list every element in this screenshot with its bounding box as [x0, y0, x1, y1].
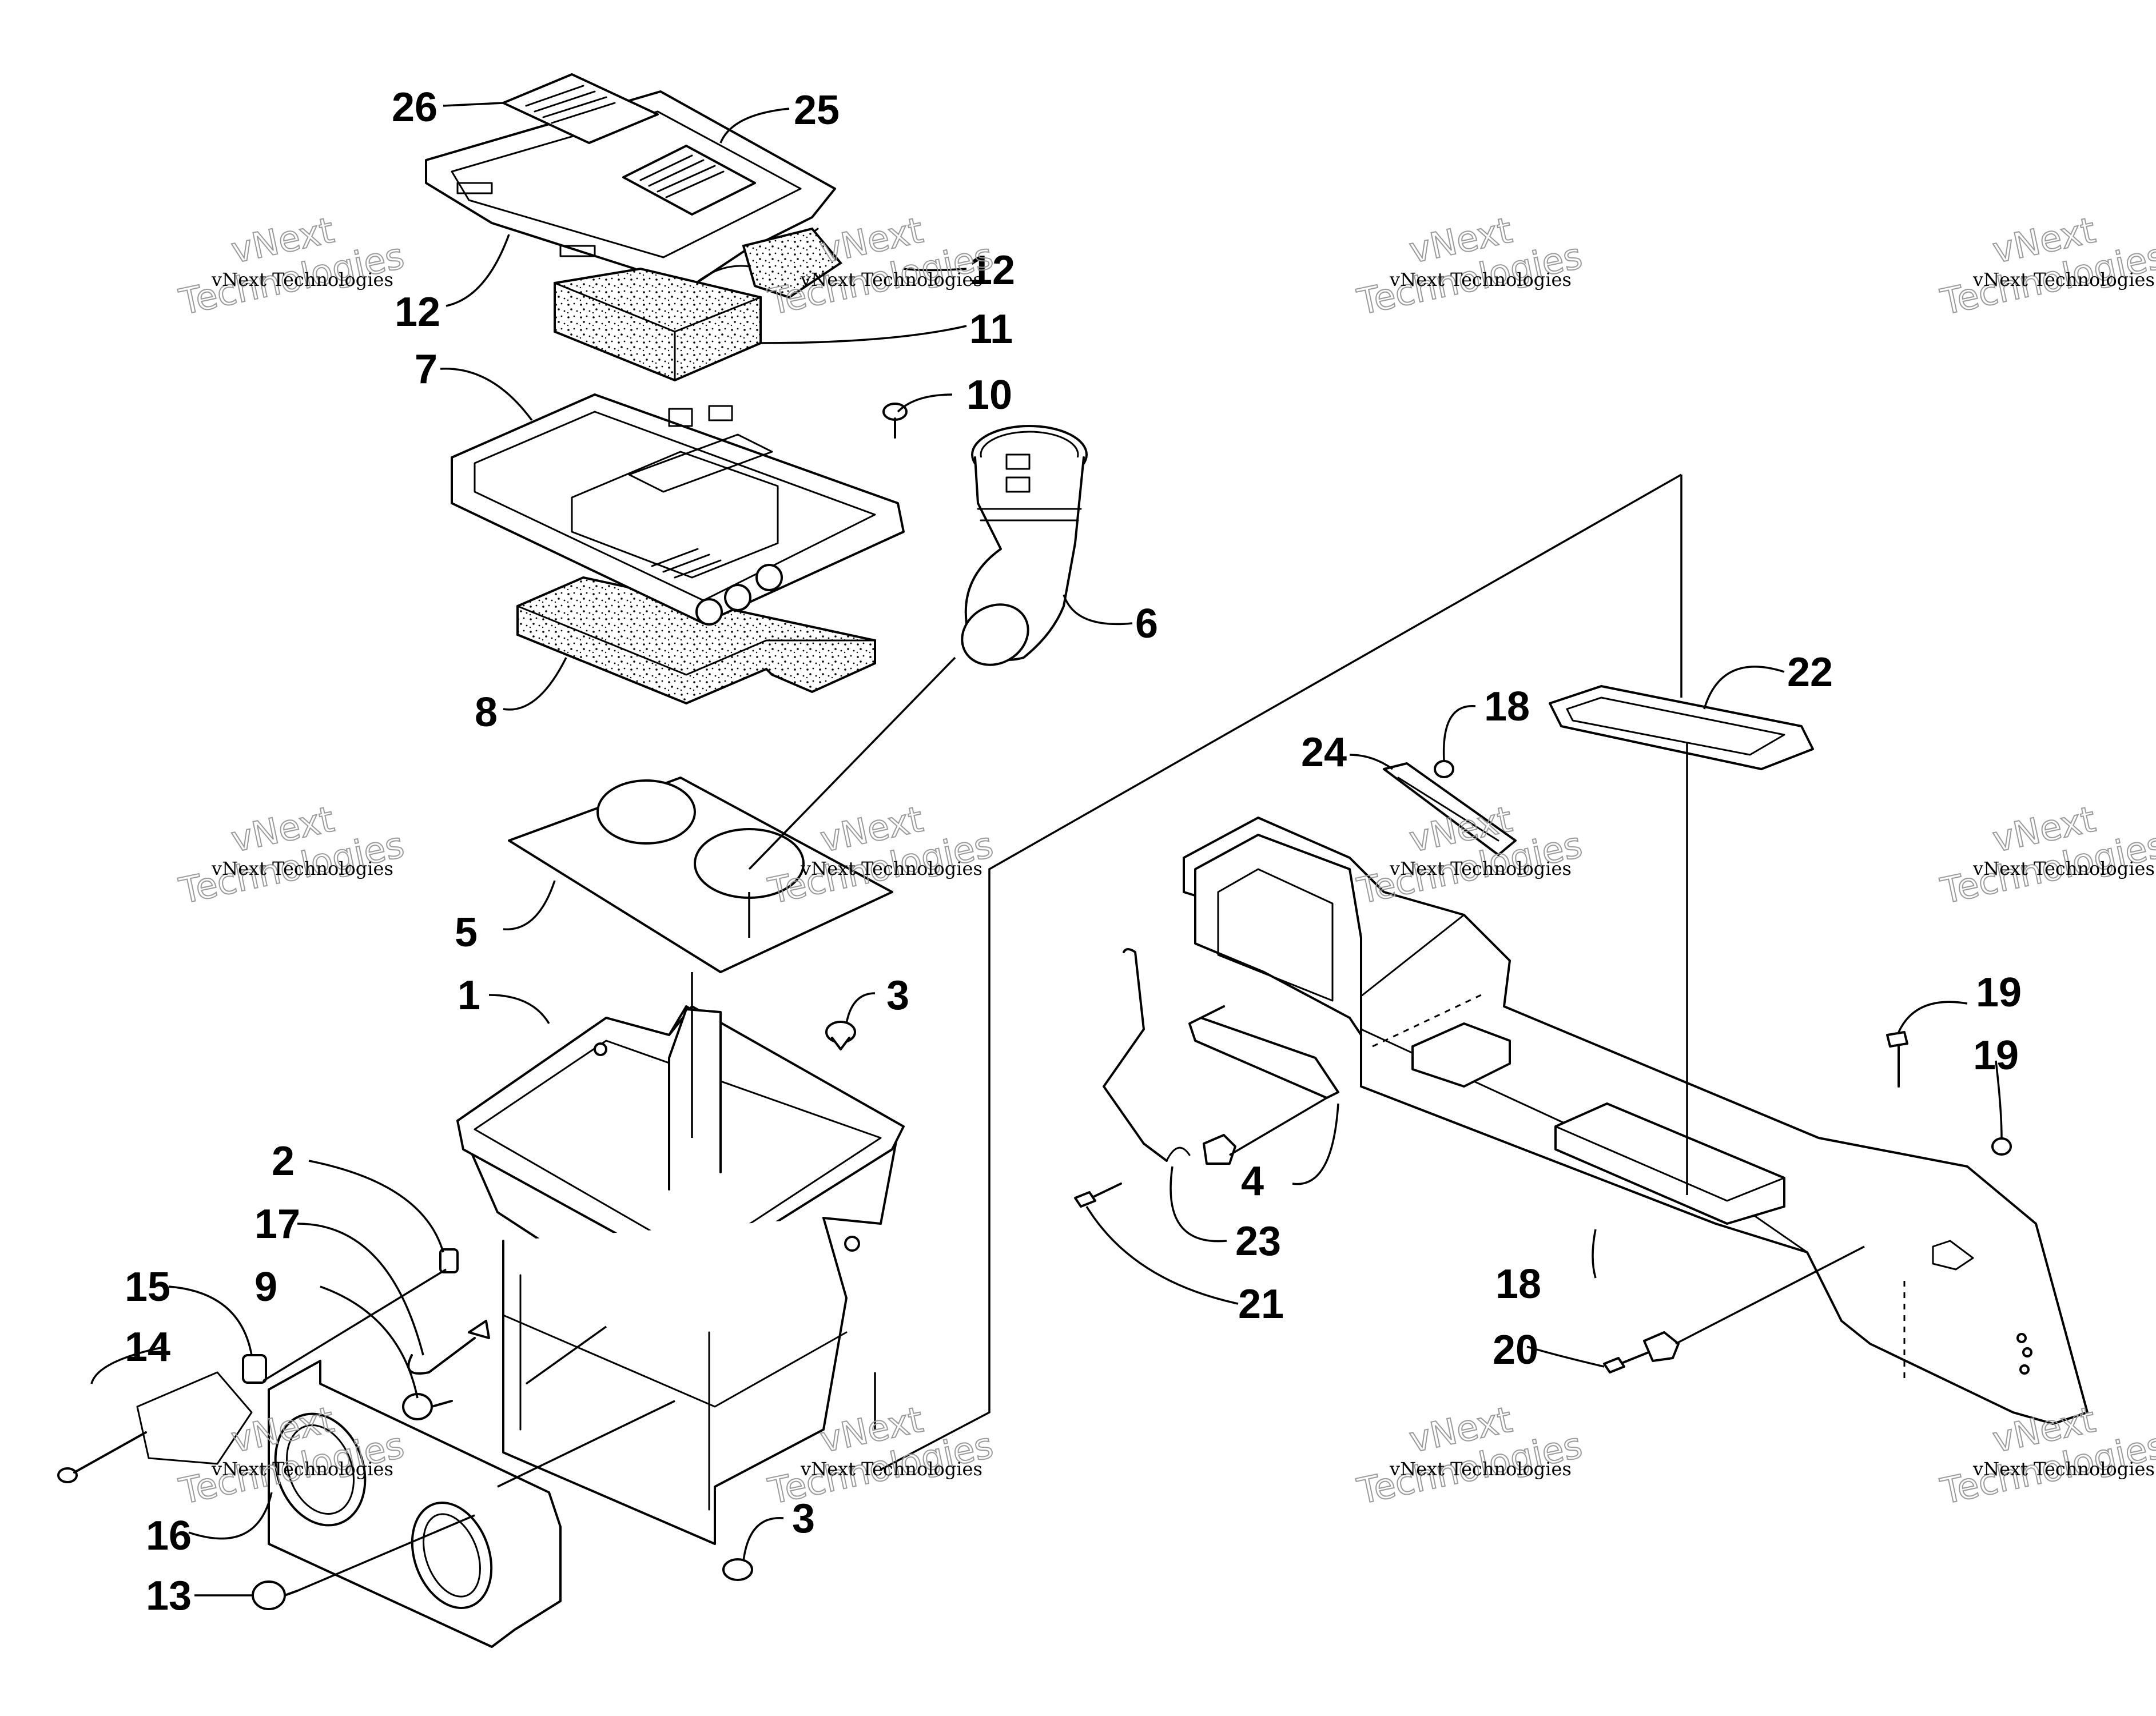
watermark-12: vNext Technologies vNext Technologies [1936, 1398, 2156, 1513]
plug-3-bottom [722, 1558, 753, 1581]
callout-12-upper: 9 [254, 1264, 277, 1310]
fastener-12-lower [252, 1580, 299, 1610]
svg-text:vNext Technologies: vNext Technologies [211, 1458, 393, 1480]
watermark-8: vNext Technologies vNext Technologies [1936, 798, 2156, 913]
airbox-top [451, 393, 905, 626]
nut-18-upper [1434, 760, 1454, 778]
watermark-5: vNext Technologies vNext Technologies [175, 798, 408, 913]
plug-3-top [825, 1021, 856, 1050]
callout-11: 12 [395, 289, 440, 335]
callout-3-top: 3 [886, 973, 909, 1018]
svg-text:vNext Technologies: vNext Technologies [800, 1458, 982, 1480]
callout-19-lower: 20 [1493, 1327, 1538, 1373]
watermark-11: vNext Technologies vNext Technologies [1353, 1398, 1586, 1513]
callout-16: 17 [254, 1201, 300, 1247]
clamp-16 [407, 1320, 490, 1375]
decal-25 [622, 145, 756, 216]
watermark-4: vNext Technologies vNext Technologies [1936, 209, 2156, 324]
watermark-7: vNext Technologies vNext Technologies [1353, 798, 1586, 913]
screw-8 [882, 403, 908, 439]
nut-18-lower [1991, 1137, 2012, 1156]
callout-9: 11 [969, 306, 1013, 352]
gasket-21 [1549, 685, 1814, 770]
latch-rod-22 [1103, 948, 1191, 1162]
svg-text:vNext Technologies: vNext Technologies [1972, 858, 2155, 879]
callout-18-lower: 19 [1973, 1033, 2019, 1078]
callout-25: 25 [794, 87, 840, 133]
screw-20 [1074, 1183, 1122, 1208]
foam-filter-10 [742, 227, 842, 299]
spacer-14 [242, 1354, 267, 1384]
callout-23: 24 [1301, 730, 1347, 775]
callout-6: 7 [415, 347, 437, 392]
svg-text:vNext Technologies: vNext Technologies [211, 269, 393, 290]
callout-17: 18 [1495, 1261, 1541, 1307]
svg-text:vNext Technologies: vNext Technologies [1389, 858, 1572, 879]
washer-24 [1203, 1134, 1236, 1165]
intake-housing-15 [136, 1360, 562, 1648]
svg-text:vNext Technologies: vNext Technologies [800, 269, 982, 290]
bolt-19-lower [1603, 1349, 1654, 1373]
svg-text:vNext Technologies: vNext Technologies [1972, 269, 2155, 290]
svg-text:vNext Technologies: vNext Technologies [1389, 269, 1572, 290]
callout-4: 5 [455, 910, 478, 955]
bolt-19-upper [1886, 1031, 1908, 1088]
callout-22: 23 [1235, 1219, 1281, 1264]
callout-3-bottom: 3 [792, 1496, 815, 1542]
console-17 [1183, 817, 2089, 1425]
washer-19-lower [1643, 1331, 1680, 1362]
callout-2: 2 [272, 1138, 295, 1184]
callout-12-lower: 13 [146, 1573, 192, 1619]
watermark-1: vNext Technologies vNext Technologies [175, 209, 408, 324]
callout-14: 15 [125, 1264, 170, 1310]
airbox-base-1 [456, 1005, 905, 1545]
watermark-3: vNext Technologies vNext Technologies [1353, 209, 1586, 324]
callout-19-upper: 19 [1976, 970, 2022, 1016]
callout-18-upper: 18 [1484, 684, 1530, 730]
svg-text:vNext Technologies: vNext Technologies [800, 858, 982, 879]
callout-13: 14 [125, 1324, 170, 1370]
svg-text:vNext Technologies: vNext Technologies [1972, 1458, 2155, 1480]
callout-1: 1 [458, 973, 480, 1018]
svg-text:vNext Technologies: vNext Technologies [1389, 1458, 1572, 1480]
decal-26 [502, 73, 659, 144]
callout-21: 22 [1787, 650, 1833, 695]
callout-20: 21 [1238, 1281, 1284, 1327]
leader-lines [90, 102, 2003, 1596]
elbow-duct-5 [961, 425, 1088, 666]
svg-text:vNext Technologies: vNext Technologies [211, 858, 393, 879]
callout-7: 8 [475, 690, 498, 735]
callout-8: 10 [966, 372, 1012, 418]
callout-15: 16 [146, 1513, 192, 1559]
callout-5: 6 [1135, 601, 1158, 647]
fastener-12-upper [402, 1393, 453, 1420]
callout-10: 12 [969, 248, 1015, 293]
grommet-2 [439, 1248, 459, 1273]
dashed-guide [1372, 994, 1482, 1048]
bracket-24 [1188, 1005, 1339, 1099]
callout-26: 26 [392, 85, 437, 130]
latch-plate-23 [1383, 762, 1517, 856]
foam-filter-9 [554, 267, 762, 382]
callout-labels: 26 25 12 12 11 7 10 6 8 5 1 3 2 17 9 15 … [125, 85, 2022, 1619]
gasket-plate-4 [508, 777, 893, 973]
bolt-13 [57, 1431, 147, 1483]
callout-24: 4 [1241, 1158, 1264, 1204]
